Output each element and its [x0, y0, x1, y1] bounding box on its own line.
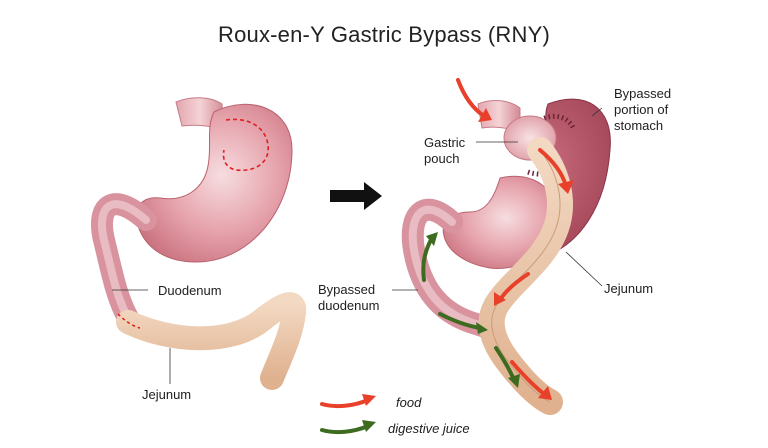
label-gastric-pouch: Gastric pouch [424, 135, 466, 166]
legend-digestive-juice-label: digestive juice [388, 421, 470, 436]
label-jejunum-right: Jejunum [604, 281, 654, 296]
stomach-left [135, 103, 293, 263]
diagram-title: Roux-en-Y Gastric Bypass (RNY) [217, 22, 550, 47]
jejunum-left [116, 292, 307, 390]
legend-digestive-juice-arrow [320, 420, 376, 435]
jejunum-right-leader [565, 251, 603, 287]
food-arrowheads [478, 108, 574, 400]
normal-anatomy [90, 97, 307, 390]
digestive-juice-arrowheads [426, 232, 520, 388]
pouch-outline-dashed [222, 118, 269, 172]
staple-line [538, 113, 577, 132]
duodenum-jejunum-boundary [117, 313, 141, 329]
bypassed-stomach-leader [591, 107, 603, 117]
label-jejunum-left: Jejunum [142, 387, 192, 402]
rny-anatomy [392, 78, 611, 415]
legend-food-label: food [396, 395, 422, 410]
label-bypassed-duodenum: Bypassed duodenum [318, 282, 380, 313]
label-duodenum: Duodenum [158, 283, 222, 298]
label-bypassed-stomach: Bypassed portion of stomach [614, 86, 672, 133]
transition-arrow [330, 182, 382, 210]
legend-food-arrow [320, 394, 376, 409]
